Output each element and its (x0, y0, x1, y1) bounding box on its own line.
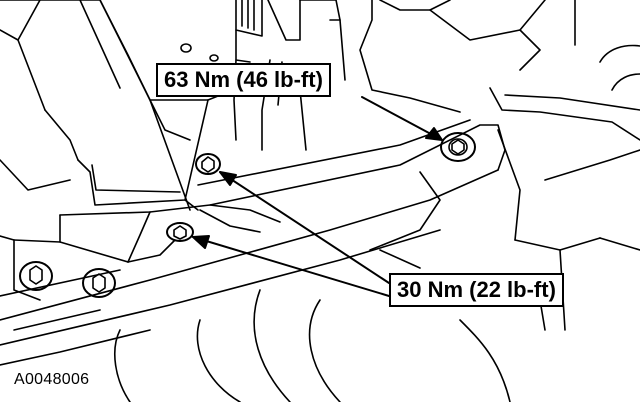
torque-callout-63nm: 63 Nm (46 lb-ft) (156, 63, 331, 97)
vertical-bracket (77, 0, 209, 211)
leader-30-a (219, 171, 390, 284)
bolt-center (195, 153, 221, 175)
lower-housing (114, 209, 546, 402)
upper-right-panel (359, 0, 640, 331)
bolt-lower (166, 222, 194, 242)
figure-id-label: A0048006 (14, 371, 90, 388)
torque-callout-30nm: 30 Nm (22 lb-ft) (389, 273, 564, 307)
leader-63 (361, 96, 443, 141)
lower-left-structure (0, 214, 176, 301)
bolt-left-1 (19, 261, 53, 291)
crossmember (59, 119, 506, 263)
bolt-upper-right (440, 132, 476, 162)
long-rail (0, 169, 499, 366)
bolt-left-2 (82, 268, 116, 298)
holes (180, 43, 219, 62)
leader-30-b (192, 235, 390, 297)
